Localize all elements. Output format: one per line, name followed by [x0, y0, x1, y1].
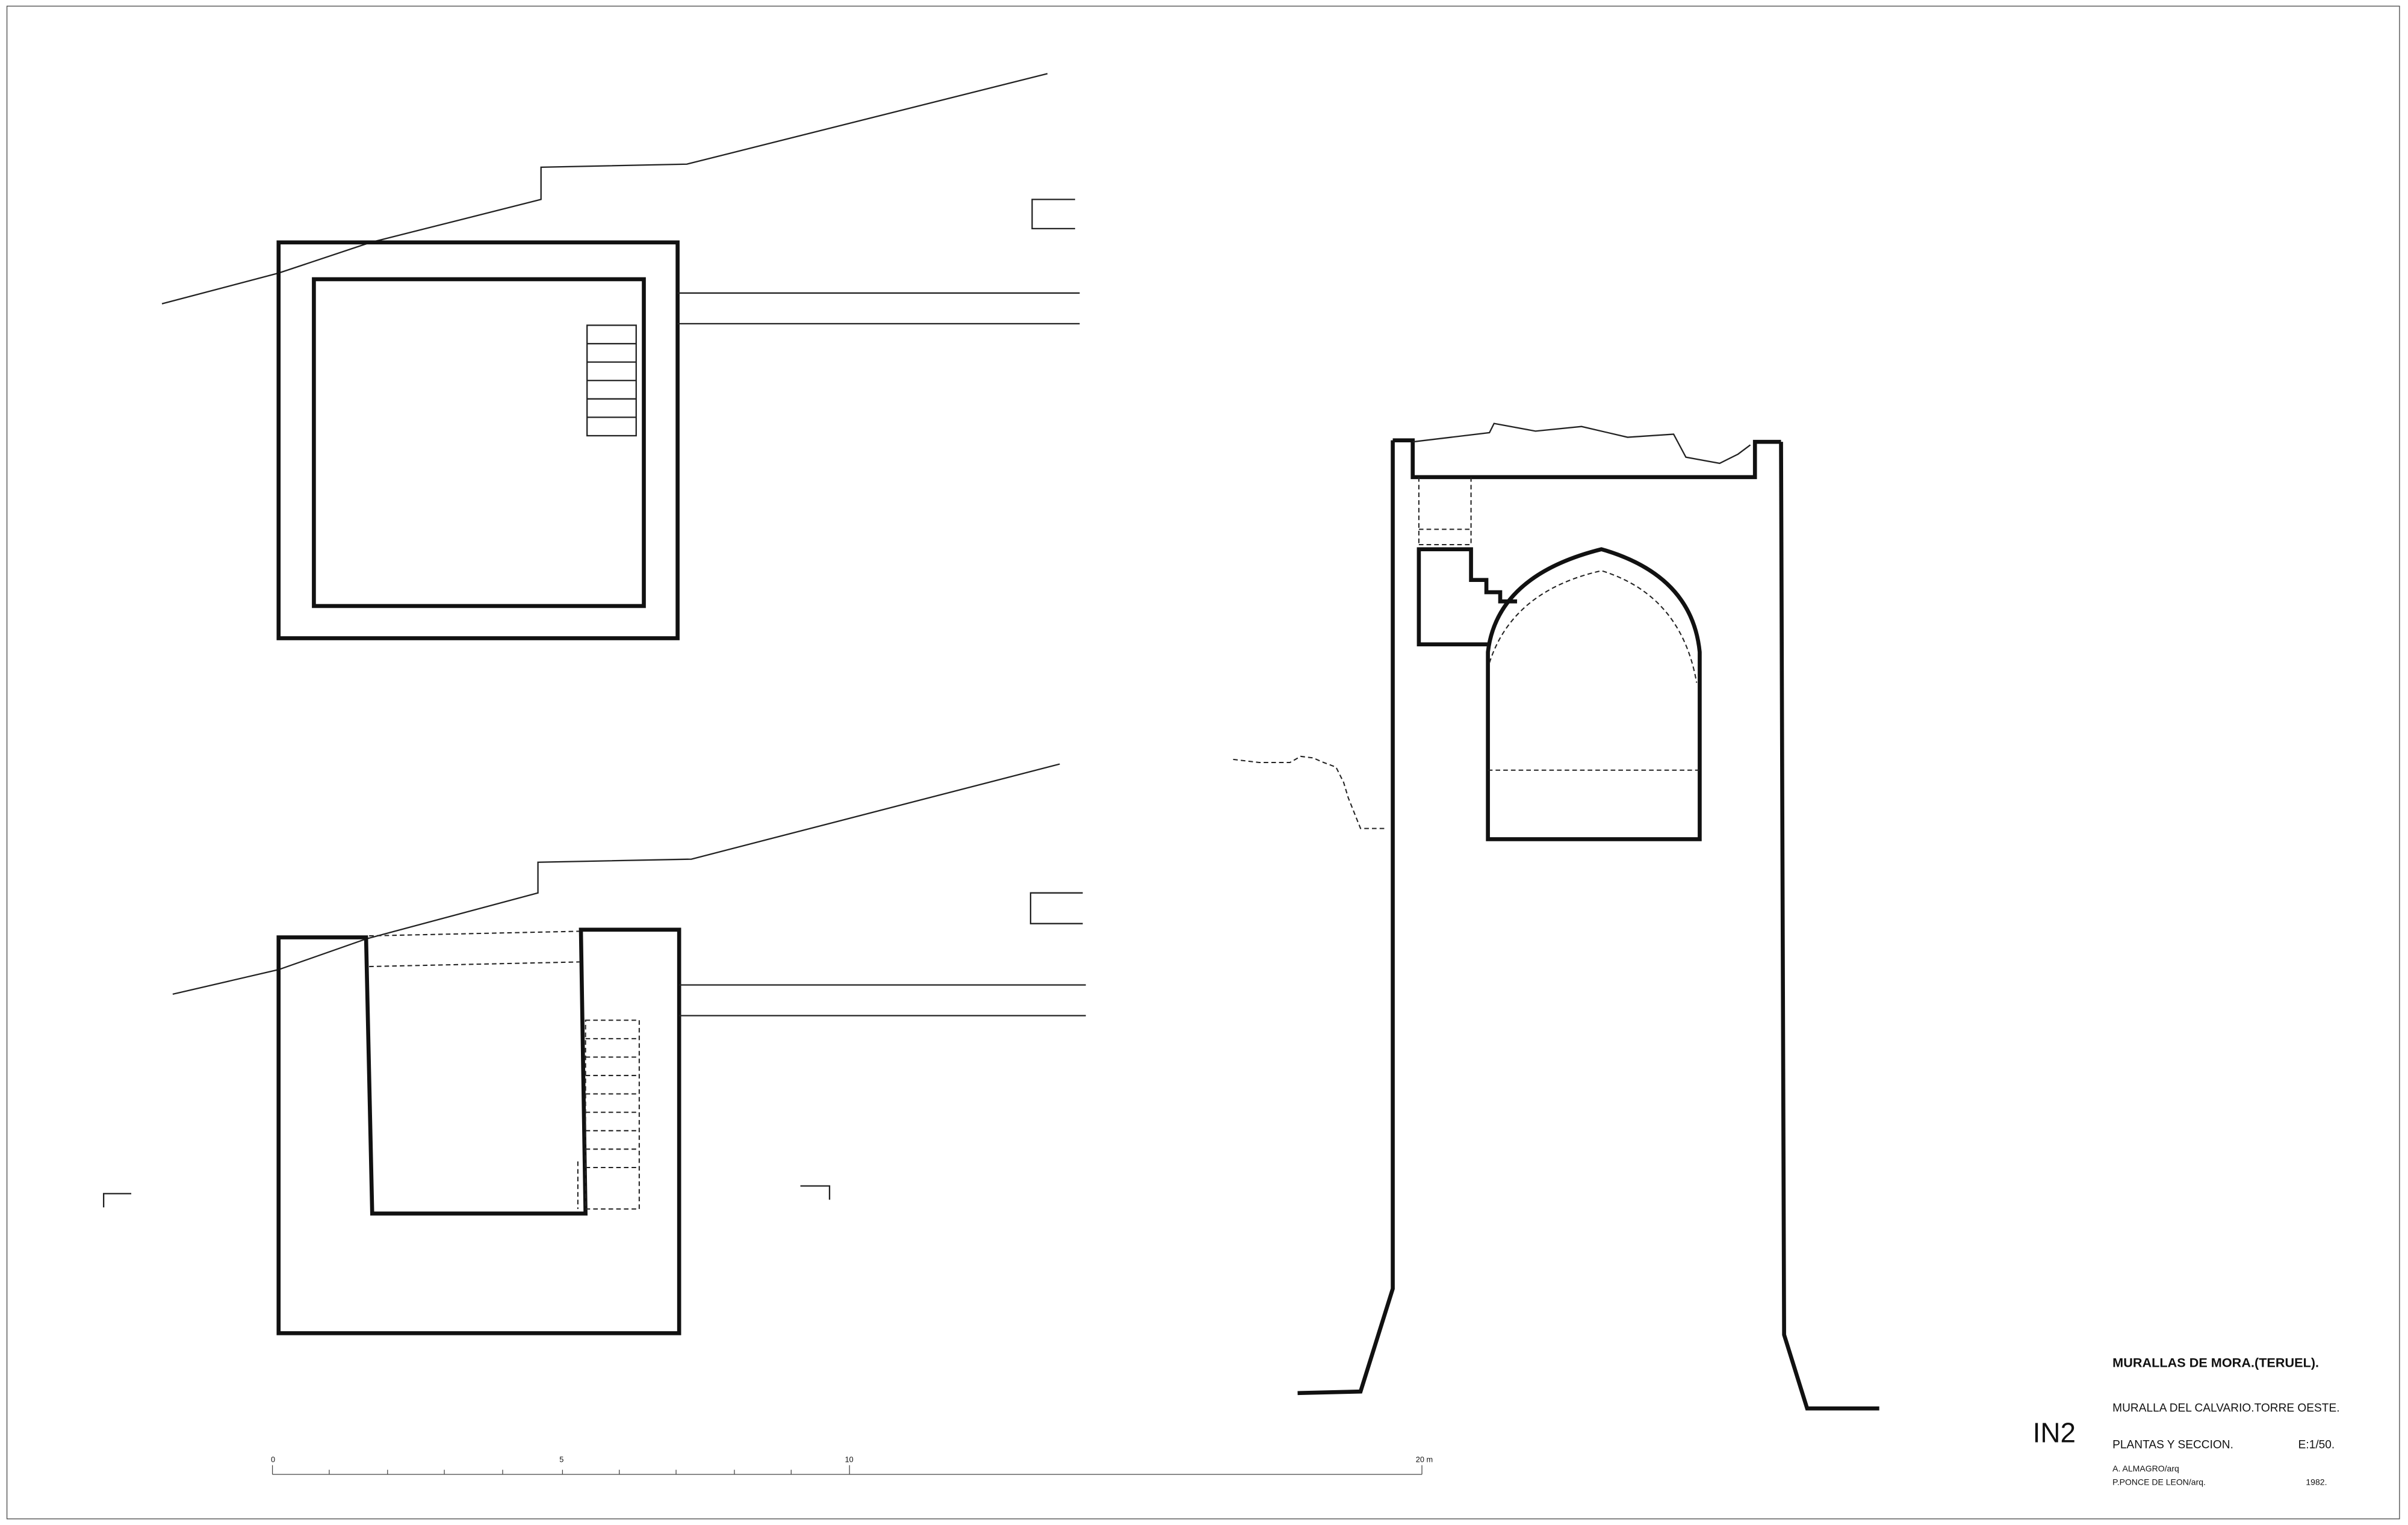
- project-title: MURALLAS DE MORA.(TERUEL).: [2112, 1355, 2319, 1370]
- drawing-year: 1982.: [2306, 1477, 2327, 1487]
- tower-outer-wall: [276, 240, 680, 640]
- terrain-line: [161, 73, 1048, 305]
- adjoining-wall: [679, 984, 1086, 1016]
- sheet-border: [6, 5, 2400, 1520]
- pointed-arch-opening: [1486, 547, 1702, 841]
- title-block: MURALLAS DE MORA.(TERUEL). MURALLA DEL C…: [2033, 1355, 2340, 1486]
- section-mark: [1029, 892, 1083, 924]
- author-2: P.PONCE DE LEON/arq.: [2112, 1477, 2206, 1487]
- subject-title: MURALLA DEL CALVARIO.TORRE OESTE.: [2112, 1402, 2339, 1414]
- author-1: A. ALMAGRO/arq: [2112, 1464, 2179, 1473]
- ruined-wall-profile: [1233, 755, 1387, 829]
- tower-inner-wall: [312, 277, 646, 608]
- tower-section: [1233, 422, 1879, 1411]
- staircase: [586, 324, 637, 437]
- section-cut-mark-left: [103, 1193, 132, 1208]
- lower-floor-plan: [103, 763, 1086, 1335]
- scale-label-10: 10: [845, 1455, 853, 1464]
- ruined-parapet: [1412, 422, 1751, 465]
- sheet-code: IN2: [2033, 1417, 2076, 1448]
- section-cut-mark-right: [800, 1185, 831, 1200]
- upper-floor-plan: [161, 73, 1080, 640]
- scale-label-20m: 20 m: [1416, 1455, 1433, 1464]
- terrain-line: [172, 763, 1060, 995]
- scale-bar: 0 5 10 20 m: [271, 1455, 1433, 1475]
- scale-label-0: 0: [271, 1455, 275, 1464]
- drawing-content: PLANTAS Y SECCION.: [2112, 1439, 2233, 1452]
- tower-u-wall: [276, 927, 681, 1335]
- section-mark: [1031, 199, 1075, 229]
- drawing-scale: E:1/50.: [2298, 1439, 2335, 1452]
- staircase-hidden: [577, 1019, 640, 1210]
- adjoining-wall: [677, 292, 1080, 325]
- stair-steps: [1417, 547, 1518, 647]
- scale-label-5: 5: [559, 1455, 563, 1464]
